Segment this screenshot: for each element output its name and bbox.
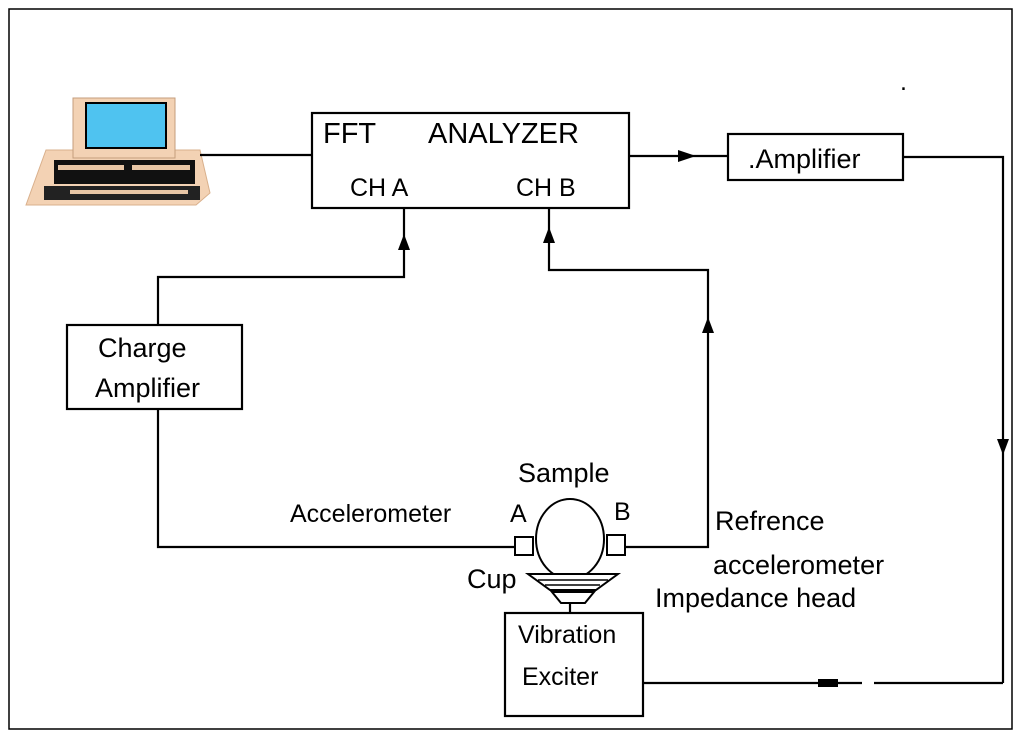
- amplifier-label: .Amplifier: [748, 144, 861, 174]
- impedance-head-label: Impedance head: [655, 583, 856, 613]
- fft-analyzer[interactable]: FFT ANALYZER CH A CH B: [310, 111, 631, 210]
- fft-analyzer-box: [310, 111, 631, 210]
- channel-b-label[interactable]: CH B: [516, 174, 576, 202]
- reference-accelerometer-label: accelerometer: [713, 550, 884, 580]
- wire-charge-accel: [156, 409, 515, 549]
- wire-ch-a: [156, 208, 406, 325]
- vibration-exciter[interactable]: Vibration Exciter: [503, 611, 645, 718]
- amplifier-box: [726, 132, 905, 182]
- wire-amplifier-right: [903, 155, 1005, 683]
- charge-amplifier-line2: Amplifier: [95, 373, 200, 403]
- arrow-ch-b: [543, 227, 555, 243]
- charge-amplifier-box: [65, 323, 244, 411]
- arrow-ref-accel: [702, 317, 714, 333]
- refrence-label: Refrence: [715, 506, 825, 536]
- impedance-head-icon: [549, 591, 597, 604]
- wire-ch-b: [547, 208, 710, 549]
- annotation-labels: Sample Accelerometer A B Refrence accele…: [290, 68, 907, 613]
- vibration-exciter-line1: Vibration: [518, 621, 616, 649]
- stray-dot: .: [900, 68, 907, 96]
- channel-a-label[interactable]: CH A: [350, 174, 409, 202]
- keyboard: [54, 160, 195, 184]
- arrow-to-amplifier: [678, 150, 696, 162]
- cup-icon: [524, 573, 622, 591]
- fft-title-left: FFT: [323, 118, 376, 150]
- disk-drive: [132, 165, 190, 170]
- accelerometer-label: Accelerometer: [290, 500, 451, 528]
- accelerometer-a-icon: [514, 536, 534, 556]
- vibration-exciter-box: [503, 611, 645, 718]
- amplifier[interactable]: .Amplifier: [726, 132, 905, 182]
- charge-amplifier-line1: Charge: [98, 333, 187, 363]
- point-a-label: A: [510, 500, 527, 528]
- charge-amplifier[interactable]: Charge Amplifier: [65, 323, 244, 411]
- keyboard-keys: [58, 165, 124, 170]
- sample-assembly: [514, 498, 626, 604]
- arrow-ch-a: [398, 234, 410, 250]
- cup-label: Cup: [467, 564, 517, 594]
- arrow-markers: [398, 150, 1009, 687]
- fft-title-right: ANALYZER: [428, 118, 579, 150]
- computer-icon[interactable]: [25, 97, 211, 206]
- diagram-frame: [8, 8, 1013, 730]
- vibration-exciter-line2: Exciter: [522, 663, 598, 691]
- arrow-exciter-drive: [997, 439, 1009, 455]
- monitor-screen: [85, 102, 167, 149]
- accelerometer-b-icon: [606, 534, 626, 556]
- sample-icon: [535, 498, 605, 580]
- return-marker: [818, 679, 838, 687]
- point-b-label: B: [614, 498, 631, 526]
- sample-label: Sample: [518, 458, 610, 488]
- computer-base-slot: [70, 190, 188, 194]
